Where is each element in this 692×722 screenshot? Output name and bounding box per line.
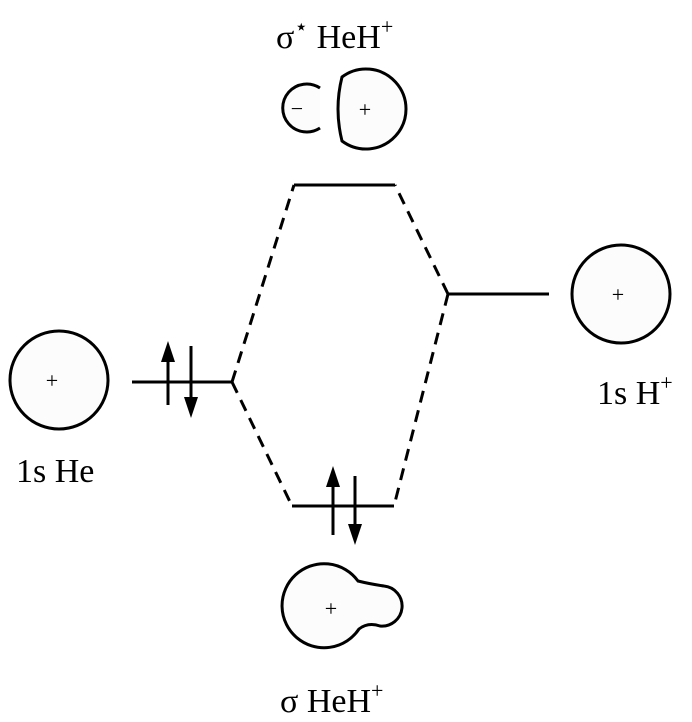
he-to-bonding-line [230,381,294,507]
bonding-charge: + [371,678,384,703]
h-to-antibonding-line [393,184,450,295]
h-1s-orbital: + [570,243,672,345]
small-lobe [281,82,321,134]
h-1s-charge: + [660,370,673,395]
he-1s-sign: + [46,368,58,393]
antibonding-species: HeH [308,19,381,56]
large-lobe [336,67,408,151]
spin-down-arrow [184,346,198,418]
bonding-label: σ HeH+ [280,680,383,719]
antibonding-label: σ⋆ HeH+ [276,16,393,55]
antibonding-plus-sign: + [359,97,371,122]
h-to-bonding-line [392,293,450,507]
spin-up-arrow [161,341,175,405]
he-1s-label: 1s He [16,453,95,490]
bonding-sign: + [325,596,337,621]
antibonding-sigma: σ [276,19,295,56]
h-1s-sign: + [612,282,624,307]
bonding-species: HeH [298,683,372,720]
antibonding-star: ⋆ [294,14,309,39]
correlation-lines [230,184,450,507]
h-1s-label: 1s H+ [597,372,673,411]
he-to-antibonding-line [230,184,296,383]
he-1s-electrons [161,341,198,418]
antibonding-orbital: − + [281,67,408,151]
bonding-electrons [326,466,362,545]
bonding-sigma: σ [280,683,299,720]
bonding-orbital: + [280,562,404,650]
spin-down-arrow [348,476,362,545]
antibonding-charge: + [380,14,394,39]
he-1s-orbital: + [8,329,110,431]
spin-up-arrow [326,466,340,535]
antibonding-minus-sign: − [291,96,303,121]
h-1s-text: 1s H [597,375,661,412]
